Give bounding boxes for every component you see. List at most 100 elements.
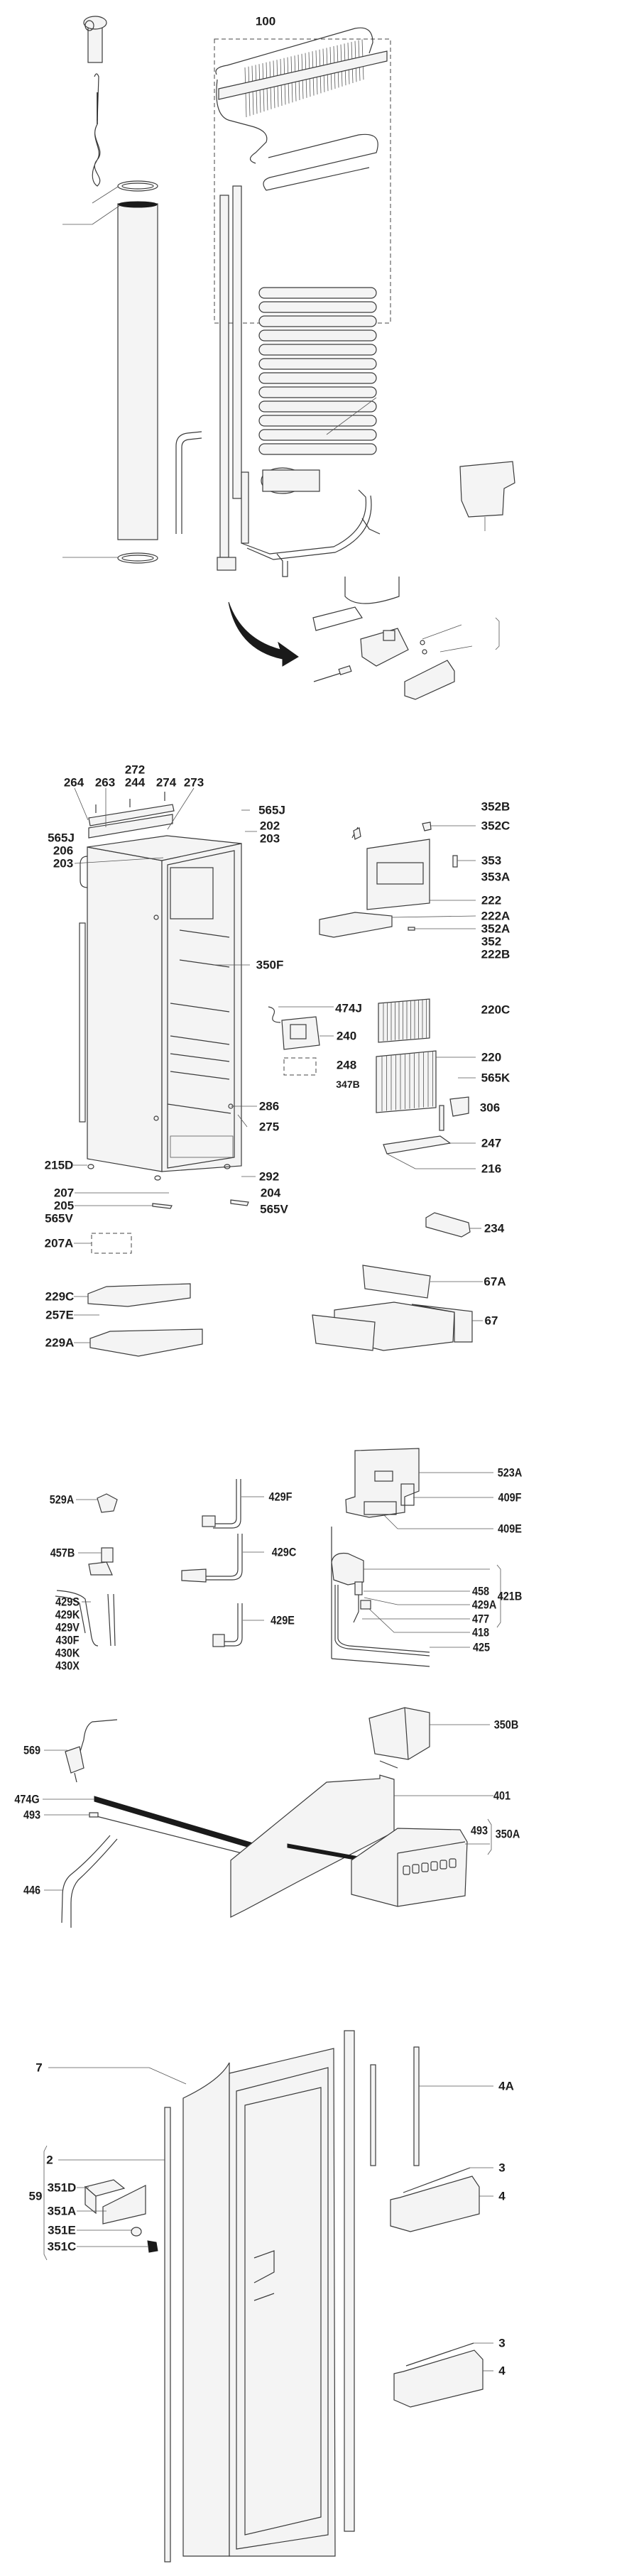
part-label-458: 458: [471, 1584, 490, 1598]
absorber-coil: [258, 443, 377, 455]
part-label-351a: 351A: [47, 2204, 77, 2218]
part-label-207a: 207A: [44, 1236, 74, 1250]
part-label-351e: 351E: [48, 2223, 76, 2237]
part-label-353: 353: [481, 853, 502, 868]
part-label-67: 67: [484, 1314, 498, 1328]
absorber-coil: [258, 315, 377, 327]
door-handle-parts: [43, 2145, 158, 2261]
part-label-215d: 215D: [44, 1158, 74, 1172]
part-label-421b: 421B: [497, 1589, 523, 1603]
flue-tube: [62, 180, 158, 564]
absorber-coil: [258, 400, 377, 413]
part-label-565k: 565K: [481, 1071, 510, 1085]
part-label-4: 4: [498, 2364, 506, 2378]
part-label-220c: 220C: [481, 1003, 510, 1017]
part-label-205: 205: [53, 1199, 75, 1213]
part-label-4: 4: [498, 2189, 506, 2203]
part-label-429a: 429A: [471, 1598, 497, 1612]
part-label-446: 446: [23, 1883, 41, 1897]
part-label-565v: 565V: [260, 1202, 288, 1216]
part-label-240: 240: [336, 1029, 357, 1043]
thermostat-housing: [368, 1707, 490, 1769]
part-label-3: 3: [498, 2336, 506, 2350]
fittings: [55, 1479, 264, 1647]
part-label-220: 220: [481, 1050, 502, 1064]
part-label-272: 272: [124, 763, 146, 777]
absorber-coil: [258, 301, 377, 313]
panel-button-icon: [439, 1860, 447, 1870]
part-label-248: 248: [336, 1058, 357, 1072]
thermocouple-tubes: [44, 1835, 118, 1928]
part-label-222: 222: [481, 893, 502, 907]
gas-valve-assembly: [331, 1527, 501, 1667]
part-label-244: 244: [124, 775, 146, 790]
door-assembly: [48, 2030, 355, 2563]
part-label-430f: 430F: [55, 1633, 80, 1647]
part-label-286: 286: [258, 1099, 280, 1113]
absorber-coil: [258, 287, 377, 299]
part-label-216: 216: [481, 1162, 502, 1176]
ice-tray: [425, 1212, 481, 1238]
part-label-347b: 347B: [336, 1079, 360, 1090]
part-label-429v: 429V: [55, 1620, 80, 1634]
part-label-569: 569: [23, 1743, 41, 1757]
panel-button-icon: [449, 1858, 457, 1868]
crisper-box: [312, 1265, 483, 1351]
part-label-429c: 429C: [271, 1545, 297, 1559]
power-plug: [44, 1719, 118, 1783]
part-label-477: 477: [471, 1612, 490, 1626]
part-label-429f: 429F: [268, 1490, 293, 1504]
part-label-474j: 474J: [335, 1001, 362, 1015]
part-label-222a: 222A: [481, 909, 510, 923]
part-label-351d: 351D: [47, 2181, 77, 2195]
part-label-425: 425: [472, 1640, 491, 1654]
part-label-352b: 352B: [481, 799, 510, 814]
part-label-493: 493: [470, 1823, 488, 1838]
panel-button-icon: [421, 1862, 429, 1872]
part-label-418: 418: [471, 1625, 490, 1639]
part-label-401: 401: [493, 1789, 511, 1803]
part-label-275: 275: [258, 1120, 280, 1134]
part-label-274: 274: [155, 775, 177, 790]
part-label-263: 263: [94, 775, 116, 790]
part-label-100: 100: [255, 14, 276, 28]
part-label-2: 2: [46, 2153, 53, 2167]
direction-arrow-icon: [228, 601, 299, 667]
part-label-229a: 229A: [45, 1336, 75, 1350]
part-label-565v: 565V: [45, 1211, 73, 1226]
part-label-565j: 565J: [48, 831, 75, 845]
cabinet-body: [73, 835, 257, 1177]
part-label-273: 273: [183, 775, 204, 790]
part-label-474g: 474G: [14, 1792, 40, 1806]
door-shelf-strips: [370, 2046, 493, 2166]
part-label-493: 493: [23, 1808, 41, 1822]
part-label-352: 352: [481, 934, 502, 949]
control-panel-box: [351, 1818, 492, 1907]
part-label-352a: 352A: [481, 922, 510, 936]
gas-pipe-bend: [175, 431, 202, 534]
part-label-350b: 350B: [493, 1718, 519, 1732]
part-label-202: 202: [259, 819, 280, 833]
refrigerating-unit: [214, 27, 391, 577]
part-label-352c: 352C: [481, 819, 510, 833]
part-label-203: 203: [259, 831, 280, 846]
absorber-coil: [258, 429, 377, 441]
panel-button-icon: [430, 1861, 438, 1871]
trays-229: [74, 1283, 203, 1357]
absorber-coil: [258, 329, 377, 342]
part-label-203: 203: [53, 856, 74, 871]
part-label-229c: 229C: [45, 1289, 75, 1304]
part-label-351c: 351C: [47, 2239, 77, 2254]
control-module: [345, 1448, 493, 1529]
part-label-4a: 4A: [498, 2079, 514, 2093]
part-label-222b: 222B: [481, 947, 510, 961]
flue-cap: [83, 16, 107, 63]
part-label-350a: 350A: [495, 1827, 520, 1841]
absorber-coil: [258, 372, 377, 384]
part-label-353a: 353A: [481, 870, 510, 884]
panel-button-icon: [403, 1865, 410, 1875]
part-label-409f: 409F: [498, 1490, 522, 1505]
part-label-234: 234: [484, 1221, 505, 1235]
